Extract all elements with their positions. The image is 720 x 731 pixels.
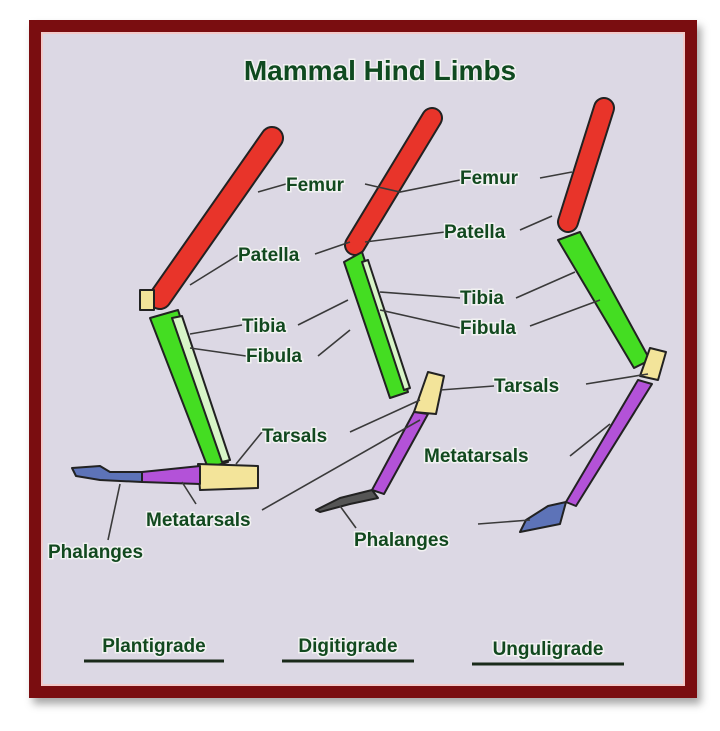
type-digitigrade: Digitigrade (298, 636, 397, 657)
phalanges-bone (519, 501, 567, 533)
type-unguligrade: Unguligrade (493, 639, 604, 660)
label-tarsals: Tarsals (494, 376, 559, 397)
leader-lines (107, 171, 649, 541)
patella-bone (139, 289, 155, 311)
label-tarsals: Tarsals (262, 426, 327, 447)
label-femur: Femur (286, 175, 345, 196)
phalanges-bone (71, 465, 143, 483)
label-tibia: Tibia (242, 316, 286, 337)
label-phalanges: Phalanges (48, 542, 143, 563)
fibula-bone (361, 259, 411, 391)
label-fibula: Fibula (246, 346, 302, 367)
label-metatarsals: Metatarsals (146, 510, 251, 531)
tibia-bone (557, 231, 651, 369)
metatarsals-bone (141, 465, 201, 485)
diagram-title: Mammal Hind Limbs (244, 55, 516, 86)
femur-bone-fill (150, 128, 282, 308)
label-patella: Patella (444, 222, 506, 243)
tarsals-bone (197, 463, 259, 491)
femur-bone-fill (346, 109, 441, 254)
tibia-bone (343, 251, 409, 399)
tibia-bone (149, 309, 229, 469)
label-metatarsals: Metatarsals (424, 446, 529, 467)
limb-digitigrade (315, 107, 445, 513)
metatarsals-bone (371, 411, 429, 495)
tarsals-bone (413, 371, 445, 415)
limb-unguligrade (519, 97, 667, 533)
label-tibia: Tibia (460, 288, 504, 309)
fibula-bone (171, 315, 231, 463)
metatarsals-bone (565, 379, 653, 507)
type-plantigrade: Plantigrade (102, 636, 205, 657)
limb-plantigrade (71, 126, 284, 491)
label-patella: Patella (238, 245, 300, 266)
label-fibula: Fibula (460, 318, 516, 339)
label-femur: Femur (460, 168, 519, 189)
tarsals-bone (639, 347, 667, 381)
femur-bone-fill (559, 99, 613, 231)
phalanges-bone (315, 489, 379, 513)
label-phalanges: Phalanges (354, 530, 449, 551)
